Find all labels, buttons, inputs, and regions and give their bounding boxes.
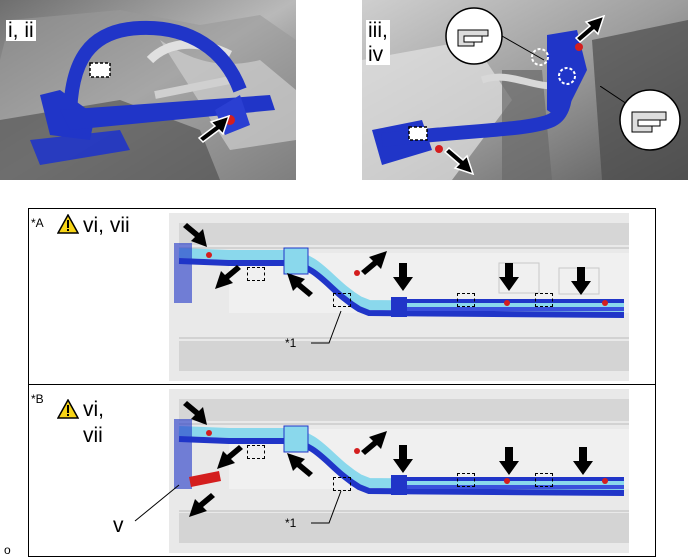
panel-b-warning-line1: vi,	[83, 398, 104, 421]
panel-b-tag: *B	[31, 392, 44, 406]
panel-a-diagram	[169, 213, 629, 381]
dashed-box-icon	[247, 445, 265, 459]
callout-line	[311, 490, 342, 524]
label-i-ii: i, ii	[6, 19, 36, 42]
dashed-box-icon	[535, 473, 553, 487]
panel-b-warning-line2: vii	[83, 424, 103, 447]
panel-a-warning-label: vi, vii	[83, 214, 130, 237]
dashed-box-icon	[247, 267, 265, 281]
arrow-icon	[393, 263, 413, 291]
panel-a-callout: *1	[285, 336, 297, 350]
warning-icon	[57, 214, 79, 234]
label-iv: iv	[368, 43, 384, 66]
panel-b-diagram	[169, 389, 629, 553]
panel-a-tag: *A	[31, 216, 44, 230]
arrow-icon	[393, 445, 413, 473]
arrow-icon	[213, 265, 243, 293]
dashed-box-icon	[333, 293, 351, 307]
arrow-icon	[283, 449, 313, 477]
footer-code: o	[4, 543, 11, 557]
callout-line-v	[134, 484, 180, 522]
clip-detail-icon	[600, 86, 686, 156]
arrow-icon	[443, 146, 477, 178]
warning-icon	[57, 399, 79, 419]
callout-line	[311, 310, 342, 344]
panel-b-callout: *1	[285, 516, 297, 530]
clip-detail-icon	[444, 6, 554, 66]
arrow-icon	[283, 269, 313, 297]
arrow-icon	[181, 223, 211, 251]
label-iii: iii,	[368, 19, 388, 42]
panel-b: *B vi, vii *1 v	[28, 384, 656, 557]
arrow-icon	[215, 445, 245, 473]
arrow-icon	[574, 14, 608, 46]
arrow-icon	[181, 401, 211, 429]
label-iii-iv: iii, iv	[366, 20, 390, 65]
arrow-icon	[499, 263, 519, 291]
dashed-box-icon	[457, 473, 475, 487]
dashed-box-icon	[535, 293, 553, 307]
panel-b-callout-v: v	[113, 514, 124, 537]
panel-a: *A vi, vii *1	[28, 208, 656, 385]
arrow-icon	[361, 427, 391, 455]
dashed-box-icon	[333, 477, 351, 491]
arrow-icon	[499, 447, 519, 475]
photo-top-left	[0, 0, 296, 180]
arrow-icon	[573, 447, 593, 475]
arrow-icon	[187, 491, 217, 519]
arrow-icon	[571, 267, 591, 295]
dashed-box-icon	[457, 293, 475, 307]
arrow-icon	[197, 115, 233, 145]
arrow-icon	[361, 247, 391, 275]
